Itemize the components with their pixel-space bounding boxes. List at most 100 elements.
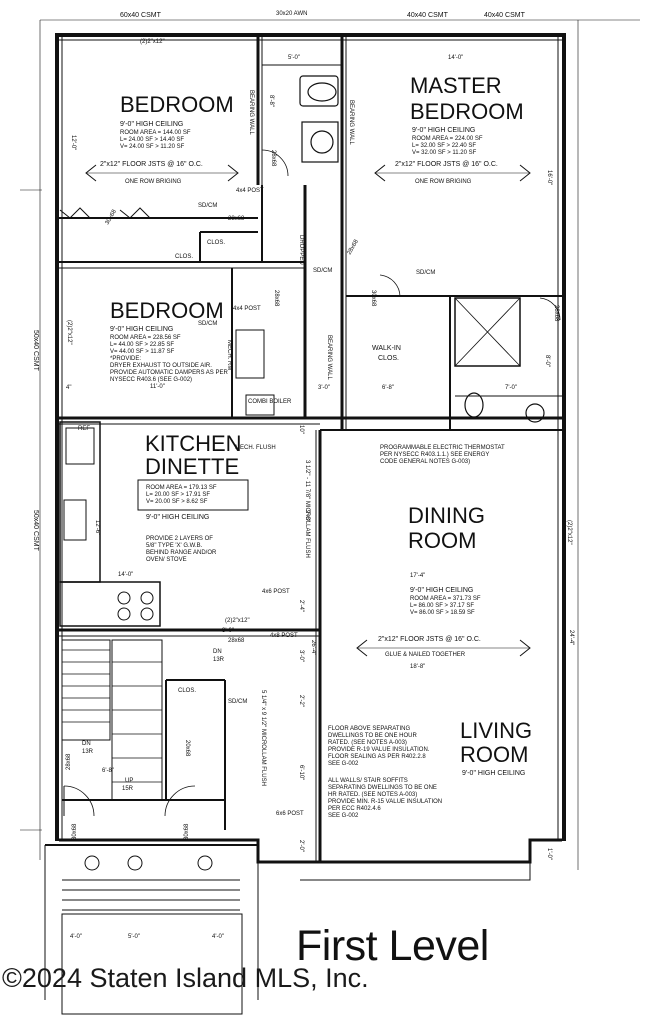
dining-glue: GLUE & NAILED TOGETHER xyxy=(385,652,466,658)
dim-seg-1: 2'-4" xyxy=(298,600,304,612)
post-label-3: 4x6 POST xyxy=(262,589,290,595)
floor-level-caption: First Level xyxy=(296,922,489,970)
beam-label-2: (2)2"x12" xyxy=(66,320,72,345)
mech-room-label: MECH. RM xyxy=(226,340,232,370)
bedroom1-v: V= 24.00 SF > 11.20 SF xyxy=(120,144,185,150)
walls-note4: PROVIDE MIN. R-15 VALUE INSULATION xyxy=(328,799,442,805)
dim-hall-width: 3'-0" xyxy=(318,385,330,391)
dim-seg-5: 2'-0" xyxy=(298,840,304,852)
post-label-5: 6x6 POST xyxy=(276,811,304,817)
walls-note5: PER ECC R402.4.6 xyxy=(328,806,381,812)
dim-stair-landing: 3'-0" xyxy=(222,628,234,634)
dim-seg-2: 3'-0" xyxy=(298,650,304,662)
smoke-detector-4: SD/CM xyxy=(416,270,435,276)
bedroom1-l: L= 24.00 SF > 14.40 SF xyxy=(120,137,184,143)
dim-bath-depth: 8'-8" xyxy=(268,95,274,107)
beam-label-4: (2)2"x12" xyxy=(225,618,250,624)
stair-down-risers: 13R xyxy=(213,657,225,663)
floor-note1: FLOOR ABOVE SEPARATING xyxy=(328,726,410,732)
bedroom2-note3: NYSECC R403.6 (SEE G-002) xyxy=(110,377,192,383)
dim-walkin-width: 6'-8" xyxy=(382,385,394,391)
dim-bumpout: 1'-0" xyxy=(546,848,552,860)
living-ceiling: 9'-0" HIGH CEILING xyxy=(462,770,525,777)
dining-l: L= 86.00 SF > 37.17 SF xyxy=(410,603,474,609)
bedroom2-v: V= 44.00 SF > 11.87 SF xyxy=(110,349,175,355)
closet-label-2: CLOS. xyxy=(207,240,225,246)
floor-note4: PROVIDE R-19 VALUE INSULATION. xyxy=(328,747,430,753)
kitchen-note3: BEHIND RANGE AND/OR xyxy=(146,550,217,556)
dim-step-3: 4'-0" xyxy=(212,934,224,940)
bedroom1-joists: 2"x12" FLOOR JSTS @ 16" O.C. xyxy=(100,161,203,168)
window-label-2: 30x20 AWN xyxy=(276,11,307,17)
dim-wall-10: 10" xyxy=(298,425,304,434)
thermostat-note2: PER NYSECC R403.1.1.) SEE ENERGY xyxy=(380,452,489,458)
closet-label-3: CLOS. xyxy=(178,688,196,694)
dim-seg-4: 6'-10" xyxy=(298,765,304,780)
dim-wall-thickness: 4" xyxy=(66,385,71,391)
living-line2: ROOM xyxy=(460,742,528,767)
window-label-6: 50x40 CSMT xyxy=(32,510,39,552)
beam-label-1: (2)2"x12" xyxy=(140,39,165,45)
door-tag-f: 30x68 xyxy=(72,823,78,840)
stair-up-label: UP xyxy=(125,778,133,784)
door-tag-k: 20x68 xyxy=(184,740,190,757)
thermostat-note3: CODE GENERAL NOTES G-003) xyxy=(380,459,470,465)
door-tag-b: 28x68 xyxy=(273,290,279,307)
floor-note3: RATED. (SEE NOTES A-003) xyxy=(328,740,407,746)
door-tag-c: 30x68 xyxy=(370,290,376,307)
walls-note3: HR RATED. (SEE NOTES A-003) xyxy=(328,792,417,798)
living-line1: LIVING xyxy=(460,718,532,743)
bearing-wall-2: BEARING WALL xyxy=(348,100,354,145)
refrigerator-label: REF xyxy=(78,426,90,432)
smoke-detector-3: SD/CM xyxy=(313,268,332,274)
kitchen-v: V= 20.00 SF > 8.62 SF xyxy=(146,499,208,505)
stair-down-risers-2: 13R xyxy=(82,749,94,755)
walls-note6: SEE G-002 xyxy=(328,813,359,819)
master-joists: 2"x12" FLOOR JSTS @ 16" O.C. xyxy=(395,161,498,168)
dim-dining-width: 17'-4" xyxy=(410,573,425,579)
master-l: L= 32.00 SF > 22.40 SF xyxy=(412,143,476,149)
window-label-3: 40x40 CSMT xyxy=(407,12,449,19)
floor-note2: DWELLINGS TO BE ONE HOUR xyxy=(328,733,417,739)
beam-label-3: (2)2"x12" xyxy=(566,520,572,545)
door-tag-a: 28x68 xyxy=(228,216,245,222)
bearing-wall-3: BEARING WALL xyxy=(326,335,332,380)
kitchen-note4: OVEN/ STOVE xyxy=(146,557,187,563)
floor-note6: SEE G-002 xyxy=(328,761,359,767)
door-tag-g: 28x68 xyxy=(228,638,245,644)
master-v: V= 32.00 SF > 11.20 SF xyxy=(412,150,477,156)
floor-note5: FLOOR SEALING AS PER R402.2.8 xyxy=(328,754,426,760)
master-ceiling: 9'-0" HIGH CEILING xyxy=(412,127,475,134)
boiler-label: COMBI BOILER xyxy=(248,399,292,405)
dropped-label: DROPPED xyxy=(298,235,304,265)
bedroom1-bridging: ONE ROW BRIGING xyxy=(125,179,182,185)
microllam-beam-2: 5 1/4" x 9 1/2" MICROLLAM FLUSH xyxy=(260,690,266,786)
door-tag-h: 28x68 xyxy=(270,150,276,167)
post-label-4: 4x8 POST xyxy=(270,633,298,639)
bedroom1-name: BEDROOM xyxy=(120,92,234,117)
thermostat-note1: PROGRAMMABLE ELECTRIC THERMOSTAT xyxy=(380,445,505,451)
dining-ceiling: 9'-0" HIGH CEILING xyxy=(410,587,473,594)
kitchen-l: L= 20.00 SF > 17.91 SF xyxy=(146,492,210,498)
stair-up-risers: 15R xyxy=(122,786,134,792)
post-label-1: 4x4 POST xyxy=(236,188,264,194)
walls-note2: SEPARATING DWELLINGS TO BE ONE xyxy=(328,785,437,791)
dim-masterbath-width: 7'-0" xyxy=(505,385,517,391)
smoke-detector-5: SD/CM xyxy=(228,699,247,705)
door-tag-l: 28x68 xyxy=(66,753,72,770)
microllam-beam-1: 3 1/2" - 11 7/8" MICROLLAM FLUSH xyxy=(304,460,310,558)
dining-line1: DINING xyxy=(408,503,485,528)
master-line2: BEDROOM xyxy=(410,99,524,124)
door-tag-d: 28x68 xyxy=(347,238,361,256)
stair-down-label: DN xyxy=(213,649,222,655)
copyright-watermark: ©2024 Staten Island MLS, Inc. xyxy=(2,963,369,993)
dim-total-depth: 26'-4" xyxy=(310,640,316,655)
dim-right-depth: 24'-4" xyxy=(568,630,574,645)
dim-stair-width: 6'-8" xyxy=(102,768,114,774)
bedroom1-area: ROOM AREA = 144.00 SF xyxy=(120,130,191,136)
dim-kitchen-depth: 12'-6" xyxy=(94,520,100,535)
bedroom1-ceiling: 9'-0" HIGH CEILING xyxy=(120,121,183,128)
kitchen-area: ROOM AREA = 179.13 SF xyxy=(146,485,217,491)
